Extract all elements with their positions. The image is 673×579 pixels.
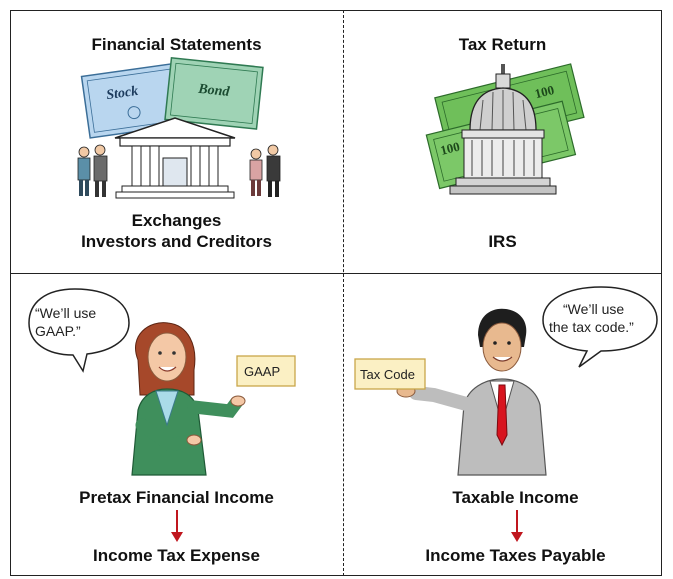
horizontal-divider <box>10 273 662 274</box>
investors-left-icon <box>77 144 108 197</box>
irs-caption: IRS <box>488 232 517 251</box>
gaap-speech-bubble: “We’ll use GAAP.” <box>28 288 130 373</box>
pretax-financial-income-label: Pretax Financial Income <box>79 488 274 507</box>
tax-code-card-label: Tax Code <box>360 367 415 382</box>
bond-label: Bond <box>197 82 232 100</box>
gaap-speech-line1: “We’ll use <box>35 305 96 321</box>
tax-code-card: Tax Code <box>354 358 426 390</box>
right-flow-arrow-shaft <box>516 510 518 534</box>
tax-return-title: Tax Return <box>458 35 547 54</box>
stock-label: Stock <box>105 84 139 103</box>
bill-denomination-1: 100 <box>533 82 556 101</box>
tax-code-speech-bubble: “We’ll use the tax code.” <box>542 286 658 368</box>
exchanges-label: Exchanges <box>131 211 222 230</box>
vertical-divider <box>343 10 344 576</box>
diagram-frame <box>10 10 662 576</box>
irs-capitol-illustration: 100 100 <box>425 63 585 195</box>
bond-certificate-icon: Bond <box>164 56 264 130</box>
gaap-card-label: GAAP <box>244 364 280 379</box>
bill-denomination-2: 100 <box>439 139 462 158</box>
woman-presenter-illustration <box>131 322 246 476</box>
right-flow-arrow-head <box>511 532 523 542</box>
left-flow-arrow-head <box>171 532 183 542</box>
investors-creditors-label: Investors and Creditors <box>81 232 272 251</box>
income-taxes-payable-label: Income Taxes Payable <box>425 546 606 565</box>
taxable-income-label: Taxable Income <box>452 488 579 507</box>
building-icon <box>114 117 236 199</box>
income-tax-expense-label: Income Tax Expense <box>93 546 260 565</box>
gaap-speech-line2: GAAP.” <box>35 323 81 339</box>
tax-code-speech-line1: “We’ll use <box>563 301 624 317</box>
financial-statements-title: Financial Statements <box>91 35 262 54</box>
exchanges-caption: Exchanges Investors and Creditors <box>10 210 343 252</box>
exchange-building-illustration: Stock Bond <box>77 56 281 199</box>
left-flow-arrow-shaft <box>176 510 178 534</box>
capitol-dome-icon <box>449 64 557 195</box>
gaap-card: GAAP <box>236 355 296 387</box>
creditors-right-icon <box>249 144 281 197</box>
man-presenter-illustration <box>396 308 547 476</box>
tax-code-speech-line2: the tax code.” <box>549 319 634 335</box>
